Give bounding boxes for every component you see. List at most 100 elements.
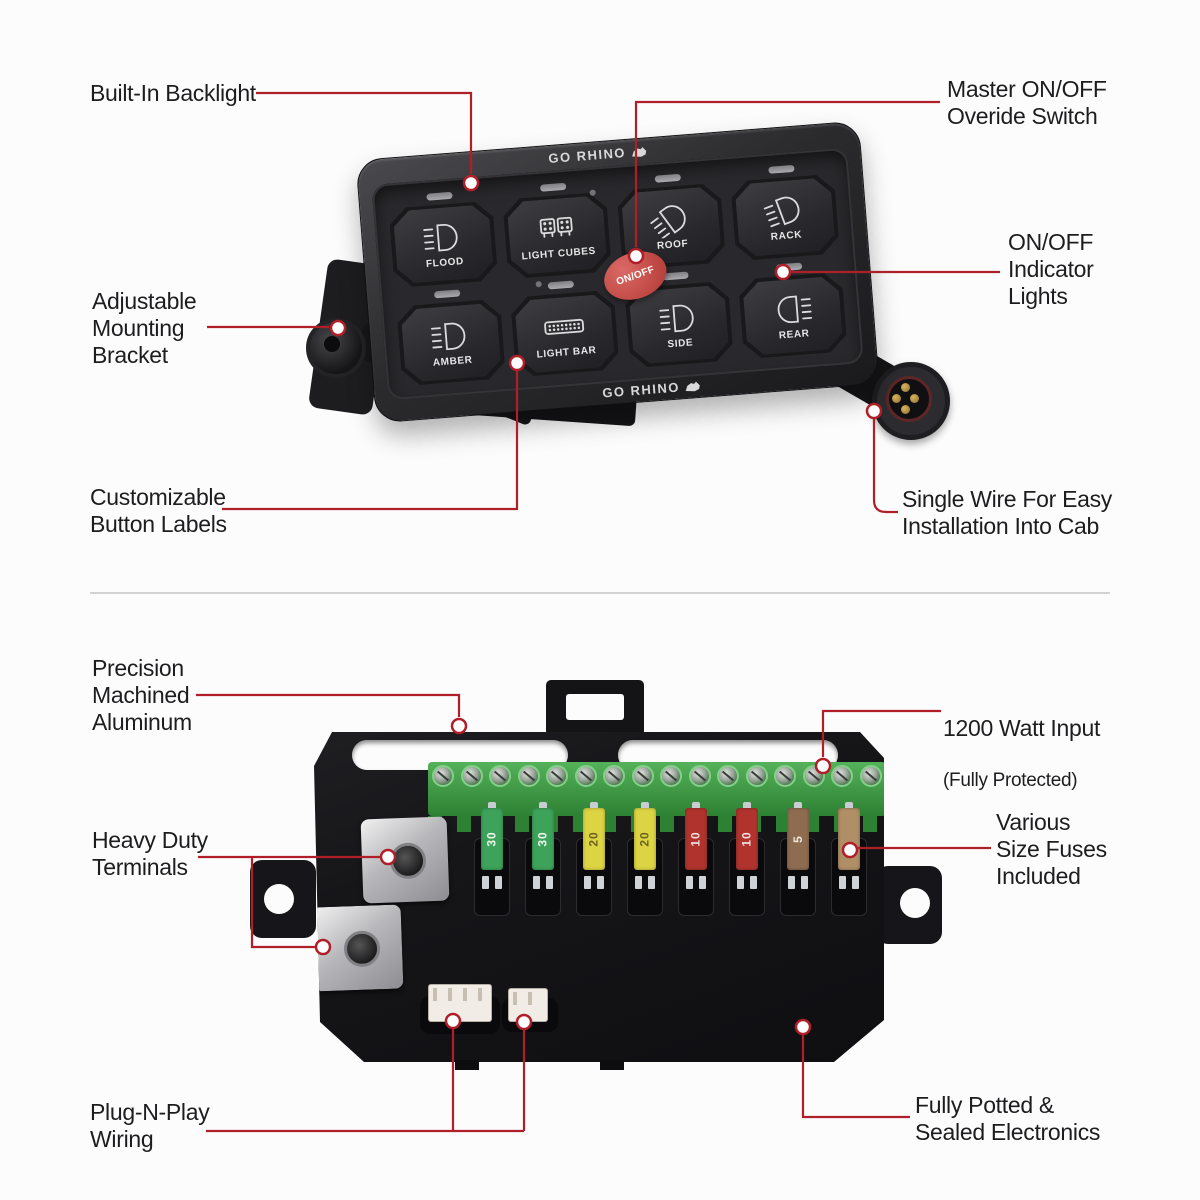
heavy-duty-terminal-upper xyxy=(360,816,450,904)
button-label: RACK xyxy=(770,229,803,244)
mounting-bracket-bolt xyxy=(306,318,366,378)
callout-mounting-bracket: Adjustable Mounting Bracket xyxy=(92,288,197,368)
switch-rear: REAR xyxy=(736,260,849,360)
terminal-screw xyxy=(517,765,540,787)
watt-input-subtitle: (Fully Protected) xyxy=(943,770,1078,791)
terminal-screw xyxy=(831,765,854,787)
side-light-icon xyxy=(655,299,702,338)
tab-cutout xyxy=(566,694,624,720)
connector-pin xyxy=(892,394,901,403)
module-top-tab xyxy=(546,680,644,736)
indicator-pill xyxy=(426,191,453,201)
blade-fuse: 10 xyxy=(736,808,758,870)
light-cubes-button: LIGHT CUBES xyxy=(507,195,608,275)
indicator-pill xyxy=(654,173,681,183)
fuse-slot-3: 20 xyxy=(576,802,612,920)
terminal-screw xyxy=(802,765,825,787)
callout-custom-labels: Customizable Button Labels xyxy=(90,484,227,537)
light-bar-button: LIGHT BAR xyxy=(514,293,615,373)
amber-button: AMBER xyxy=(400,302,501,382)
amber-light-icon xyxy=(427,316,474,355)
fuse-slot-4: 20 xyxy=(627,802,663,920)
watt-input-title: 1200 Watt Input xyxy=(943,715,1101,741)
button-label: ROOF xyxy=(656,238,689,252)
indicator-pill xyxy=(548,280,575,290)
connector-pin xyxy=(910,394,919,403)
callout-master-override: Master ON/OFF Overide Switch xyxy=(947,76,1107,129)
fuse-slot-8 xyxy=(831,802,867,920)
button-label: SIDE xyxy=(667,337,694,351)
terminal-screw xyxy=(660,765,683,787)
button-label: LIGHT BAR xyxy=(536,344,597,361)
heavy-duty-terminal-lower xyxy=(314,904,404,992)
bottom-notch xyxy=(600,1060,624,1070)
fuse-slot-7: 5 xyxy=(780,802,816,920)
terminal-screw xyxy=(745,765,768,787)
terminal-screw xyxy=(574,765,597,787)
mounting-hole xyxy=(900,888,930,918)
round-connector-4pin-icon xyxy=(872,362,950,440)
terminal-screw xyxy=(631,765,654,787)
indicator-pill xyxy=(540,182,567,192)
terminal-screw xyxy=(688,765,711,787)
rack-light-icon xyxy=(761,191,808,230)
mounting-ear-right xyxy=(876,866,942,944)
callout-plug-n-play: Plug-N-Play Wiring xyxy=(90,1099,210,1152)
blade-fuse: 20 xyxy=(583,808,605,870)
flood-light-icon xyxy=(420,218,467,257)
terminal-screw xyxy=(603,765,626,787)
rear-light-icon xyxy=(769,290,816,329)
indicator-pill xyxy=(775,262,803,272)
terminal-screw-row xyxy=(428,762,884,816)
plug-connector-2pin xyxy=(508,988,548,1022)
switch-light-cubes: LIGHT CUBES xyxy=(500,179,613,279)
callout-built-in-backlight: Built-In Backlight xyxy=(90,80,256,106)
mounting-ear-left xyxy=(250,860,316,938)
module-plate: 30 30 20 20 10 10 5 xyxy=(314,732,884,1062)
callout-fully-potted: Fully Potted & Sealed Electronics xyxy=(915,1092,1101,1145)
brand-logo-bottom: GO RHINO xyxy=(602,378,703,401)
light-bar-icon xyxy=(541,307,588,346)
fuse-slot-6: 10 xyxy=(729,802,765,920)
terminal-screw xyxy=(859,765,882,787)
blade-fuse: 10 xyxy=(685,808,707,870)
power-module: 30 30 20 20 10 10 5 xyxy=(240,672,950,1072)
blade-fuse: 5 xyxy=(787,808,809,870)
terminal-screw xyxy=(546,765,569,787)
callout-precision-aluminum: Precision Machined Aluminum xyxy=(92,655,192,735)
blade-fuse: 20 xyxy=(634,808,656,870)
callout-various-fuses: Various Size Fuses Included xyxy=(996,809,1107,889)
button-label: FLOOD xyxy=(425,256,465,271)
connector-pin xyxy=(901,383,910,392)
button-label: AMBER xyxy=(432,354,473,369)
callout-watt-input: 1200 Watt Input (Fully Protected) xyxy=(943,688,1100,820)
mounting-hole xyxy=(264,884,294,914)
side-button: SIDE xyxy=(628,285,729,365)
terminal-screw xyxy=(774,765,797,787)
switch-side: SIDE xyxy=(622,269,735,369)
blade-fuse: 30 xyxy=(481,808,503,870)
terminal-screw xyxy=(717,765,740,787)
light-cubes-icon xyxy=(533,209,580,248)
blade-fuse: 30 xyxy=(532,808,554,870)
terminal-screw xyxy=(432,765,454,787)
plug-connector-4pin xyxy=(428,984,492,1022)
indicator-pill xyxy=(767,164,795,174)
button-label: LIGHT CUBES xyxy=(521,245,597,263)
terminal-screw xyxy=(460,765,483,787)
rack-button: RACK xyxy=(734,177,835,257)
button-label: REAR xyxy=(778,327,810,342)
rear-button: REAR xyxy=(742,276,843,356)
switch-panel-device: GO RHINO FLOOD xyxy=(355,120,880,424)
switch-light-bar: LIGHT BAR xyxy=(508,278,621,378)
callout-heavy-duty-terminals: Heavy Duty Terminals xyxy=(92,827,208,880)
terminal-screw xyxy=(489,765,512,787)
switch-flood: FLOOD xyxy=(387,188,500,288)
rhino-logo-icon xyxy=(686,381,701,391)
flood-button: FLOOD xyxy=(393,204,494,284)
switch-rack: RACK xyxy=(728,161,841,261)
rhino-logo-icon xyxy=(632,146,647,157)
connector-pin xyxy=(901,405,910,414)
switch-amber: AMBER xyxy=(394,287,507,387)
callout-indicator-lights: ON/OFF Indicator Lights xyxy=(1008,229,1094,309)
